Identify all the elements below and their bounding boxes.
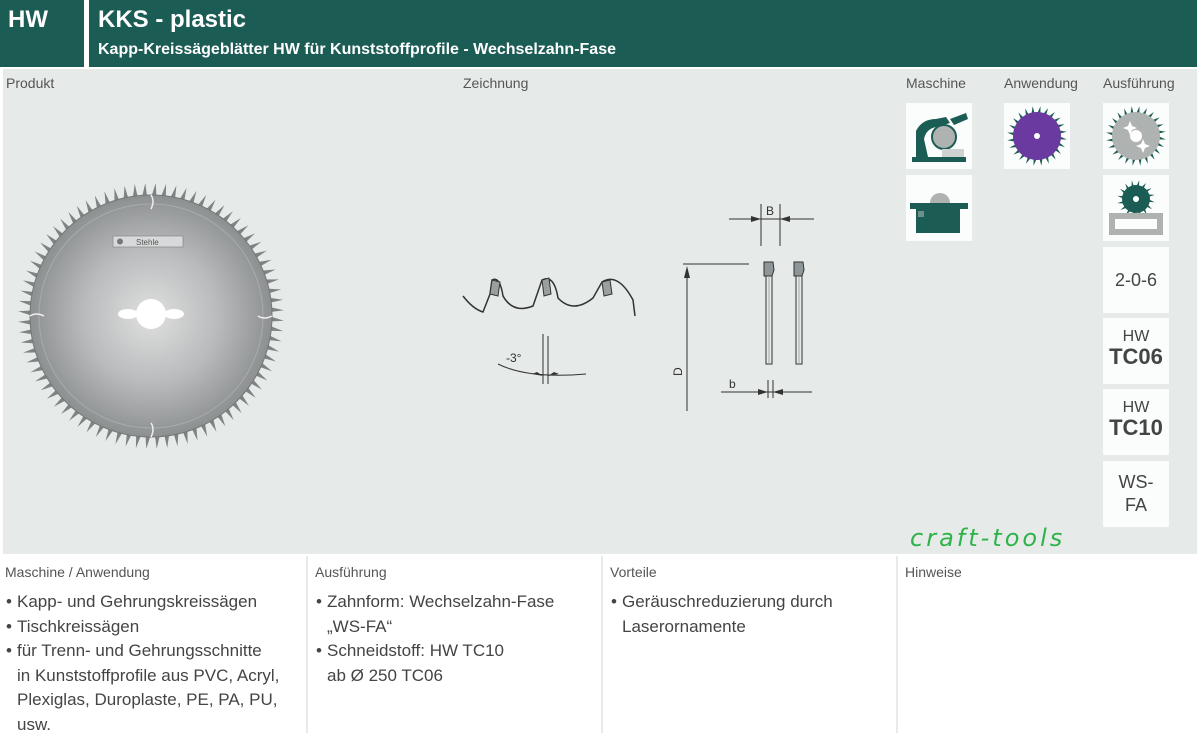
blade-on-profile-icon: [1103, 175, 1169, 241]
maschine-anwendung-list: Kapp- und Gehrungskreissägen Tischkreiss…: [5, 590, 300, 733]
sparkle-blade-icon: [1103, 103, 1169, 169]
brand-logo: craft-tools: [910, 524, 1066, 552]
list-item: für Trenn- und Gehrungsschnitte: [5, 639, 300, 664]
list-item: Plexiglas, Duroplaste, PE, PA, PU,: [17, 690, 278, 709]
header: HW KKS - plastic Kapp-Kreissägeblätter H…: [0, 0, 1200, 67]
column-maschine-anwendung: Maschine / Anwendung Kapp- und Gehrungsk…: [5, 556, 300, 733]
list-item: Schneidstoff: HW TC10: [315, 639, 600, 664]
tc06-tile: HW TC06: [1103, 318, 1169, 384]
tooth: [268, 306, 284, 313]
column-divider: [306, 556, 308, 733]
page-subtitle: Kapp-Kreissägeblätter HW für Kunststoffp…: [98, 41, 616, 58]
table-saw-icon: [906, 175, 972, 241]
dim-b-label: b: [729, 377, 736, 391]
label-anwendung: Anwendung: [1004, 75, 1078, 91]
angle-label: -3°: [506, 351, 522, 365]
list-item: „WS-FA“: [327, 616, 393, 636]
list-item: usw.: [17, 714, 52, 733]
vorteile-list: Geräuschreduzierung durch Laserornamente: [610, 590, 895, 639]
header-code-block: HW: [0, 0, 84, 67]
wsfa-line1: WS-: [1118, 472, 1154, 492]
tooth: [18, 319, 34, 326]
tooth: [268, 316, 284, 322]
column-ausfuehrung: Ausführung Zahnform: Wechselzahn-Fase „W…: [315, 556, 600, 688]
tc10-tile: HW TC10: [1103, 389, 1169, 455]
dim-D-label: D: [671, 367, 685, 376]
tc10-bottom: TC10: [1109, 415, 1163, 440]
label-zeichnung: Zeichnung: [463, 75, 529, 91]
tooth: [154, 433, 161, 449]
code-206: 2-0-6: [1114, 270, 1158, 290]
header-title-block: KKS - plastic Kapp-Kreissägeblätter HW f…: [89, 0, 1197, 67]
miter-saw-icon: [906, 103, 972, 169]
label-ausfuehrung: Ausführung: [1103, 75, 1175, 91]
blade-brand-label: Stehle: [136, 238, 159, 247]
column-title: Maschine / Anwendung: [5, 564, 150, 580]
info-section: Maschine / Anwendung Kapp- und Gehrungsk…: [0, 556, 1200, 733]
product-panel: Produkt Zeichnung Maschine Anwendung Aus…: [3, 69, 1197, 554]
tc06-bottom: TC06: [1109, 344, 1163, 369]
list-item: Zahnform: Wechselzahn-Fase: [315, 590, 600, 615]
header-code: HW: [8, 6, 48, 33]
label-produkt: Produkt: [6, 75, 55, 91]
page-title: KKS - plastic: [98, 6, 247, 33]
column-vorteile: Vorteile Geräuschreduzierung durch Laser…: [610, 556, 895, 639]
tc06-top: HW: [1122, 328, 1150, 345]
tc10-top: HW: [1122, 399, 1150, 416]
cross-section-drawing: B D b: [671, 204, 814, 411]
column-hinweise: Hinweise: [905, 556, 1195, 580]
dim-B-label: B: [766, 204, 774, 218]
wsfa-tile: WS- FA: [1103, 461, 1169, 527]
column-title: Hinweise: [905, 564, 962, 580]
column-divider: [601, 556, 603, 733]
tooth: [141, 183, 148, 199]
ausfuehrung-list: Zahnform: Wechselzahn-Fase „WS-FA“ Schne…: [315, 590, 600, 688]
tooth-profile-drawing: -3°: [462, 277, 636, 384]
label-maschine: Maschine: [906, 75, 966, 91]
tooth: [18, 310, 34, 316]
tooth: [151, 183, 157, 199]
list-item: Tischkreissägen: [5, 615, 300, 640]
code-206-tile: 2-0-6: [1103, 247, 1169, 313]
wsfa-line2: FA: [1124, 495, 1147, 515]
list-item: ab Ø 250 TC06: [327, 665, 443, 685]
tooth: [145, 433, 151, 449]
purple-blade-icon: [1004, 103, 1070, 169]
list-item: Laserornamente: [622, 616, 746, 636]
list-item: Kapp- und Gehrungskreissägen: [5, 590, 300, 615]
column-title: Vorteile: [610, 564, 657, 580]
list-item: in Kunststoffprofile aus PVC, Acryl,: [17, 665, 280, 685]
list-item: Geräuschreduzierung durch: [610, 590, 895, 615]
column-divider: [896, 556, 898, 733]
column-title: Ausführung: [315, 564, 387, 580]
saw-blade-image: Stehle: [18, 183, 284, 449]
